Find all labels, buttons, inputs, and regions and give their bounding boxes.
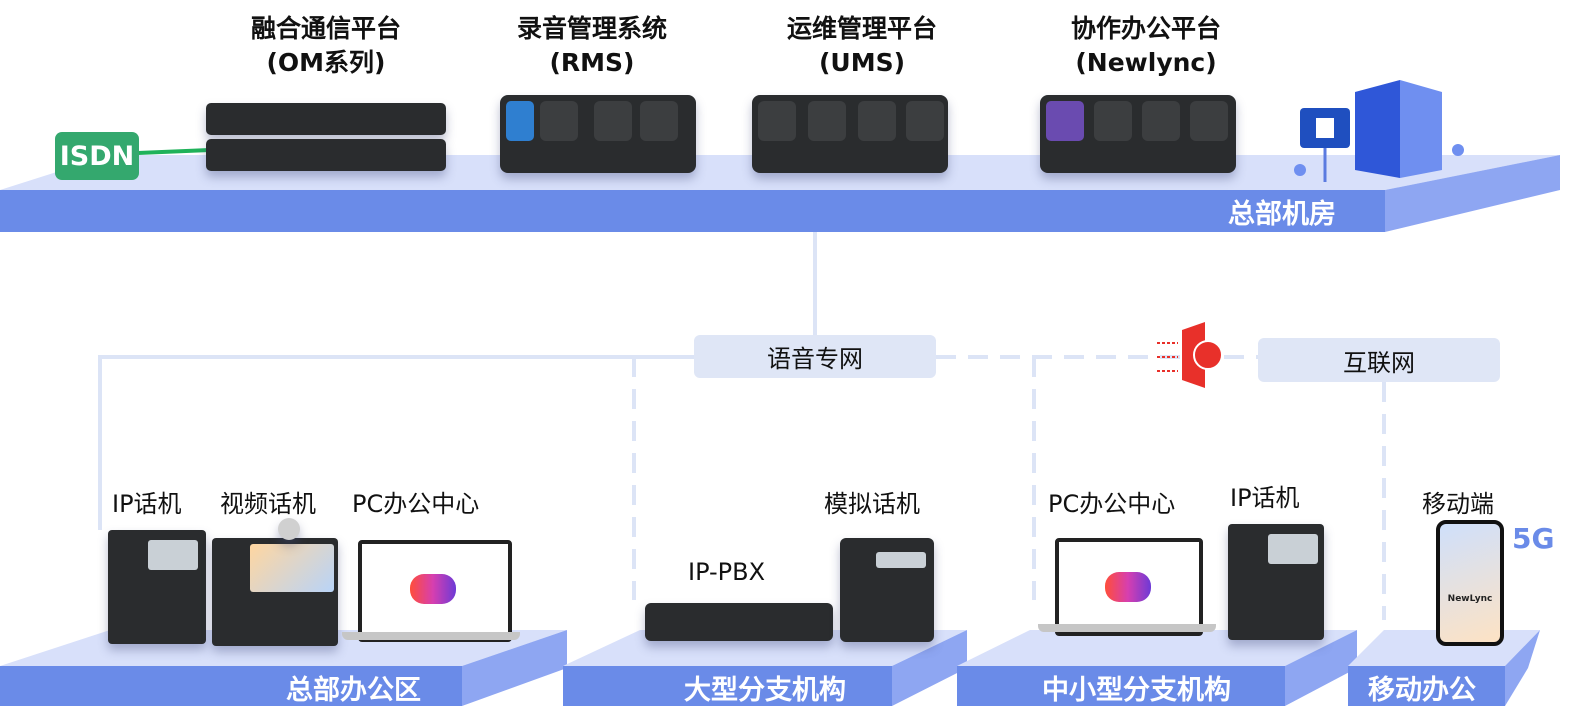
hq-platform-side — [1385, 155, 1560, 232]
platform-name: 运维管理平台 — [786, 14, 937, 43]
device-label-ip-phone: IP话机 — [112, 490, 182, 518]
camera-icon — [278, 518, 300, 540]
device-label-pc: PC办公中心 — [1048, 490, 1176, 518]
site-label-hq-office: 总部办公区 — [286, 675, 421, 706]
laptop-hq — [358, 540, 512, 642]
ip-pbx — [645, 603, 833, 641]
om-server-top — [206, 103, 446, 135]
platform-name: 录音管理系统 — [516, 14, 667, 43]
om-server-bottom — [206, 139, 446, 171]
newlync-app-name: NewLync — [1447, 594, 1493, 604]
voice-network-box: 语音专网 — [694, 335, 936, 378]
laptop-base — [1038, 624, 1216, 632]
firewall-icon — [1157, 322, 1223, 388]
laptop-base — [342, 632, 520, 640]
device-label-pc: PC办公中心 — [352, 490, 480, 518]
device-label-analog-phone: 模拟话机 — [824, 490, 920, 518]
platform-title-newlync: 协作办公平台 (Newlync) — [1026, 12, 1266, 80]
device-label-mobile: 移动端 — [1422, 490, 1494, 518]
newlync-logo-icon — [1105, 572, 1151, 602]
building-icon — [1294, 80, 1464, 182]
platform-name: 融合通信平台 — [250, 14, 401, 43]
device-label-video-phone: 视频话机 — [220, 490, 316, 518]
platform-sub: (RMS) — [549, 48, 635, 77]
internet-box: 互联网 — [1258, 338, 1500, 382]
site-label-large-branch: 大型分支机构 — [684, 675, 846, 706]
isdn-label: ISDN — [59, 140, 135, 172]
newlync-server — [1040, 95, 1236, 173]
platform-sub: (Newlync) — [1075, 48, 1217, 77]
video-phone — [212, 538, 338, 646]
rms-logo-icon — [506, 101, 534, 141]
platform-title-rms: 录音管理系统 (RMS) — [472, 12, 712, 80]
isdn-link — [137, 148, 211, 155]
newlync-logo-icon — [1046, 101, 1084, 141]
ums-server — [752, 95, 948, 173]
site-label-mobile: 移动办公 — [1368, 675, 1476, 706]
platform-title-ums: 运维管理平台 (UMS) — [742, 12, 982, 80]
hq-room-label: 总部机房 — [1228, 199, 1336, 230]
device-label-ip-phone: IP话机 — [1230, 484, 1300, 512]
device-label-ippbx: IP-PBX — [688, 558, 766, 586]
analog-phone — [840, 538, 934, 642]
platform-sub: (OM系列) — [266, 48, 386, 77]
platform-title-om: 融合通信平台 (OM系列) — [206, 12, 446, 80]
platform-name: 协作办公平台 — [1070, 14, 1221, 43]
5g-badge: 5G — [1512, 522, 1555, 555]
mobile-phone: NewLync — [1436, 520, 1504, 646]
newlync-logo-icon — [410, 574, 456, 604]
rms-server — [500, 95, 696, 173]
platform-sub: (UMS) — [818, 48, 906, 77]
ip-phone — [1228, 524, 1324, 640]
laptop-branch — [1055, 538, 1203, 636]
hq-platform-front — [0, 190, 1385, 232]
site-label-small-branch: 中小型分支机构 — [1042, 675, 1231, 706]
isdn-badge: ISDN — [55, 132, 139, 180]
ip-phone — [108, 530, 206, 644]
